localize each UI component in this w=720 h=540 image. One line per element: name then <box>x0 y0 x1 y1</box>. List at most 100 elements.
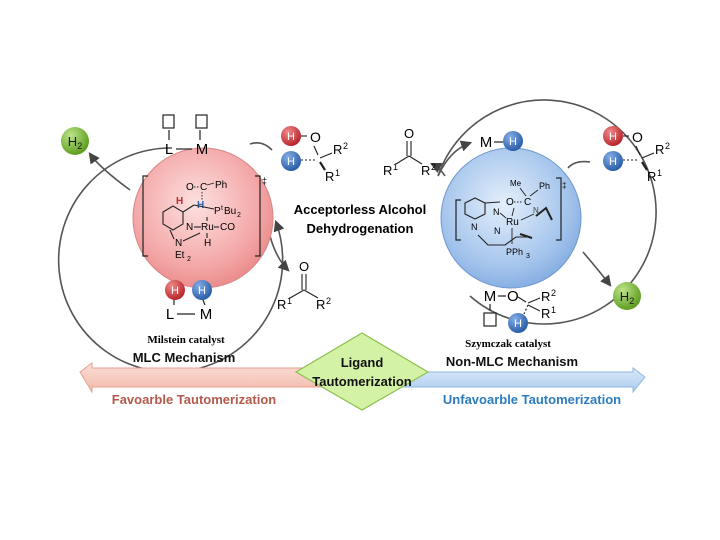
mechanism-banner: MLC Mechanism Favoarble Tautomerization … <box>79 332 646 411</box>
svg-text:R: R <box>316 297 325 312</box>
svg-text:O: O <box>299 259 309 274</box>
svg-text:2: 2 <box>343 141 348 151</box>
svg-text:R: R <box>655 142 664 157</box>
svg-text:M: M <box>480 134 493 151</box>
svg-text:PPh: PPh <box>506 247 523 257</box>
svg-text:N: N <box>533 206 539 215</box>
center-title-line2: Dehydrogenation <box>307 221 414 236</box>
svg-text:R: R <box>383 163 392 178</box>
left-h2-release-arrow <box>88 152 131 191</box>
svg-text:H: H <box>197 200 204 211</box>
left-catalyst-name: Milstein catalyst <box>147 334 225 346</box>
svg-text:H: H <box>176 196 183 207</box>
svg-text:P: P <box>214 206 221 217</box>
svg-text:1: 1 <box>551 305 556 315</box>
right-h2-ball <box>613 282 641 310</box>
svg-text:1: 1 <box>287 296 292 306</box>
ligand-label-line1: Ligand <box>341 355 384 370</box>
svg-text:M: M <box>200 306 213 323</box>
right-ketone-arrow <box>429 162 446 177</box>
left-alcohol: H O H R 2 R 1 <box>281 126 348 184</box>
svg-text:M: M <box>484 288 497 305</box>
svg-text:R: R <box>541 289 550 304</box>
svg-text:Et: Et <box>175 250 185 261</box>
right-mechanism-label: Non-MLC Mechanism <box>446 354 578 369</box>
right-alcohol-arrow <box>567 160 591 169</box>
svg-text:2: 2 <box>326 296 331 306</box>
svg-text:L: L <box>165 141 173 158</box>
right-cycle-arc <box>437 99 657 325</box>
right-tautomer-label: Unfavoarble Tautomerization <box>443 392 621 407</box>
left-cycle: H 2 L M H O H R 2 R 1 <box>57 114 348 373</box>
svg-text:O: O <box>506 197 514 208</box>
left-bottom-lm: H H L M <box>165 280 212 323</box>
milstein-complex: ‡ O C Ph H H P t Bu 2 N Ru CO <box>142 175 267 263</box>
svg-text:2: 2 <box>665 141 670 151</box>
center-title-line1: Acceptorless Alcohol <box>294 202 426 217</box>
left-top-lm: L M <box>162 114 209 158</box>
svg-text:2: 2 <box>187 256 191 263</box>
non-mlc-arrow <box>394 367 646 394</box>
svg-text:1: 1 <box>393 162 398 172</box>
left-ketone: O R 1 R 2 <box>277 259 331 312</box>
svg-text:H: H <box>609 131 617 143</box>
left-cycle-arc <box>57 147 285 373</box>
svg-text:O: O <box>186 182 194 193</box>
right-alcohol: H O H R 2 R 1 <box>603 126 670 184</box>
svg-text:t: t <box>221 205 223 212</box>
svg-text:CO: CO <box>220 222 235 233</box>
svg-text:O: O <box>310 129 321 145</box>
svg-text:H: H <box>171 285 179 297</box>
svg-text:Bu: Bu <box>224 206 236 217</box>
svg-text:H: H <box>198 285 206 297</box>
svg-text:R: R <box>325 169 334 184</box>
left-ketone-arrow <box>269 235 290 272</box>
right-catalyst-name: Szymczak catalyst <box>465 338 551 350</box>
svg-text:Ph: Ph <box>215 180 227 191</box>
svg-text:2: 2 <box>551 288 556 298</box>
svg-text:R: R <box>421 163 430 178</box>
svg-text:R: R <box>333 142 342 157</box>
right-cycle: O R 1 R 2 M H H O H R <box>383 99 670 350</box>
svg-text:H: H <box>204 238 211 249</box>
right-h2-label: H2 <box>620 289 634 306</box>
svg-text:O: O <box>404 126 414 141</box>
svg-text:C: C <box>524 197 531 208</box>
svg-text:N: N <box>493 207 500 217</box>
svg-text:R: R <box>277 297 286 312</box>
left-h2-ball <box>61 127 89 155</box>
svg-text:C: C <box>200 182 207 193</box>
svg-text:H: H <box>509 136 517 148</box>
svg-text:O: O <box>632 129 643 145</box>
ligand-tautomerization-diamond <box>294 332 430 411</box>
svg-text:Ru: Ru <box>201 222 214 233</box>
svg-text:Ru: Ru <box>506 217 519 228</box>
svg-text:H: H <box>609 156 617 168</box>
svg-text:‡: ‡ <box>262 176 267 186</box>
right-top-mh: M H <box>480 131 523 151</box>
szymczak-complex: ‡ Me Ph O C N N Ru N N <box>455 177 566 260</box>
svg-text:N: N <box>186 222 193 233</box>
svg-text:2: 2 <box>237 212 241 219</box>
svg-text:1: 1 <box>335 168 340 178</box>
svg-text:N: N <box>494 226 501 236</box>
svg-text:R: R <box>541 306 550 321</box>
right-bottom-alkoxide: M O R 2 R 1 H <box>483 288 556 333</box>
svg-text:1: 1 <box>657 168 662 178</box>
svg-text:R: R <box>647 169 656 184</box>
svg-text:N: N <box>471 222 478 232</box>
svg-text:N: N <box>175 238 182 249</box>
svg-text:M: M <box>196 141 209 158</box>
svg-text:H: H <box>287 131 295 143</box>
svg-text:Ph: Ph <box>539 181 550 191</box>
svg-text:L: L <box>166 306 174 323</box>
left-catalyst-circle <box>132 147 274 289</box>
svg-text:H: H <box>514 318 522 330</box>
svg-text:H: H <box>287 156 295 168</box>
ligand-label-line2: Tautomerization <box>312 374 411 389</box>
svg-text:2: 2 <box>431 162 436 172</box>
svg-text:‡: ‡ <box>562 181 566 190</box>
right-ketone: O R 1 R 2 <box>383 126 436 178</box>
left-alcohol-arrow <box>249 142 273 151</box>
